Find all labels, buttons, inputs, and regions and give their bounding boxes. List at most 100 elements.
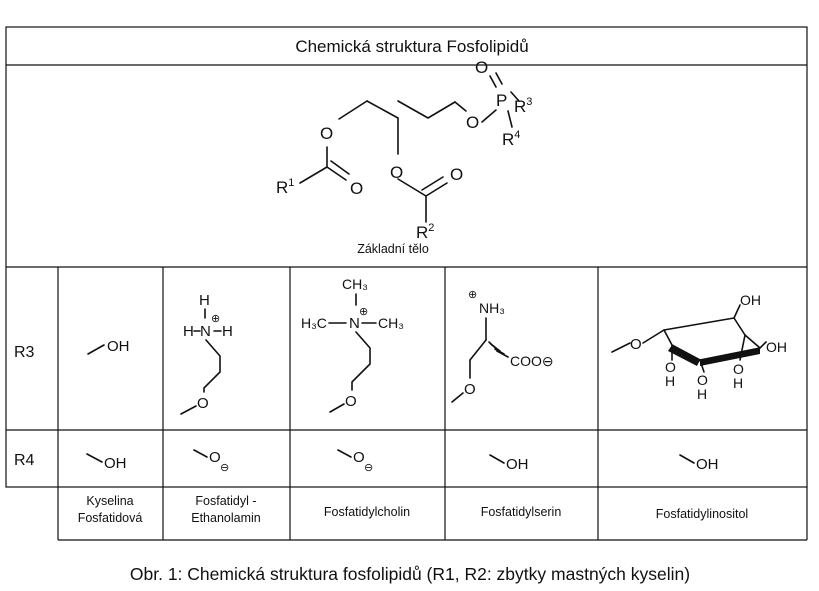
atom-h-br: H <box>733 375 743 391</box>
bond-carbonyl-o2-double <box>421 176 444 191</box>
r4-minus-3: ⊖ <box>364 462 373 474</box>
bond-p-r3 <box>510 91 520 102</box>
atom-o2: O <box>390 163 403 182</box>
bond-o-link <box>180 405 197 415</box>
ring-wedge-front2 <box>700 348 760 366</box>
charge-plus: ⊕ <box>211 313 220 325</box>
atom-n: N <box>349 315 360 332</box>
r4-minus-2: ⊖ <box>220 462 229 474</box>
bond-o-link <box>329 403 345 413</box>
atom-o: O <box>345 393 357 410</box>
compound-name-2b: Ethanolamin <box>191 511 261 525</box>
atom-o-carbonyl1: O <box>350 179 363 198</box>
bond-c1-c2 <box>366 100 399 119</box>
group-h3c-left: H₃C <box>301 315 327 331</box>
bond-chain-ethanolamine <box>203 339 221 393</box>
atom-o-bm: O <box>697 372 708 388</box>
group-oh-right: OH <box>766 339 787 355</box>
bond-o2-carbonyl <box>397 178 427 197</box>
r4-oh-5: OH <box>696 456 719 473</box>
row-label-r4: R4 <box>14 452 35 469</box>
row-label-r3: R3 <box>14 344 35 361</box>
atom-r4: R4 <box>502 129 520 149</box>
atom-o-br: O <box>733 361 744 377</box>
atom-n: N <box>200 323 211 340</box>
group-coo: COO⊖ <box>510 353 554 369</box>
group-oh: OH <box>107 338 130 355</box>
atom-o-phosphoryl: O <box>475 58 488 77</box>
compound-name-3: Fosfatidylcholin <box>324 505 410 519</box>
bond-c2-c3 <box>397 100 456 119</box>
bond-c-oh-top <box>733 304 741 319</box>
bond-r4-3 <box>337 449 352 458</box>
bond-c-o-bm <box>699 359 705 373</box>
bond-c-o-br <box>739 334 746 361</box>
table-title: Chemická struktura Fosfolipidů <box>295 37 528 56</box>
bond-carbonyl-o <box>326 166 347 181</box>
bond-r1-carbonyl <box>299 166 328 184</box>
atom-h-bl: H <box>665 373 675 389</box>
bond-r4-5 <box>679 454 695 464</box>
atom-o: O <box>630 336 642 353</box>
ring-wedge-front <box>668 345 700 366</box>
bond-r4-2 <box>193 449 208 458</box>
atom-h-right: H <box>222 323 233 340</box>
bond-r4-1 <box>86 453 103 463</box>
atom-h-left: H <box>183 323 194 340</box>
bond-p-o <box>489 75 497 88</box>
charge-plus: ⊕ <box>468 289 477 301</box>
bond-r3-pa <box>87 344 105 355</box>
bond-o1-c1 <box>338 100 368 120</box>
r4-oh-1: OH <box>104 455 127 472</box>
atom-o3: O <box>466 113 479 132</box>
r4-o-2: O <box>209 449 221 466</box>
table-border <box>5 26 808 488</box>
atom-r2: R2 <box>416 222 434 242</box>
bond-carbonyl-o2 <box>425 182 448 197</box>
atom-o1: O <box>320 124 333 143</box>
bond-chain-choline <box>351 331 371 391</box>
atom-h-bm: H <box>697 386 707 402</box>
r3-serine: ⊕ NH₃ COO⊖ O <box>451 289 554 403</box>
bond-o-c1 <box>642 329 665 344</box>
atom-o: O <box>464 381 476 398</box>
bond-link <box>611 342 631 353</box>
group-oh-top: OH <box>740 292 761 308</box>
bond-c3-o3 <box>454 101 467 112</box>
bond-o3-p <box>481 109 497 123</box>
compound-name-1a: Kyselina <box>86 494 133 508</box>
atom-o-carbonyl2: O <box>450 165 463 184</box>
r4-oh-4: OH <box>506 456 529 473</box>
bond-r4-4 <box>489 454 505 464</box>
bond-c-oh-right <box>759 341 767 349</box>
r4-o-3: O <box>353 449 365 466</box>
atom-o-bl: O <box>665 359 676 375</box>
base-structure: O O O O O O P R1 R2 R3 R4 <box>276 58 532 242</box>
base-label: Základní tělo <box>357 242 429 256</box>
r3-choline: CH₃ H₃C N ⊕ CH₃ O <box>301 276 404 413</box>
hash-5 <box>496 350 509 358</box>
figure-caption: Obr. 1: Chemická struktura fosfolipidů (… <box>130 564 690 584</box>
bond-p-o-double <box>495 72 503 85</box>
bond-o-link <box>451 392 464 403</box>
hash-3 <box>492 345 501 352</box>
compound-name-2a: Fosfatidyl - <box>195 494 256 508</box>
r3-ethanolamine: H H N ⊕ H O <box>180 292 233 415</box>
table-grid <box>5 26 808 541</box>
charge-plus: ⊕ <box>359 306 368 318</box>
r4-groups: OH O ⊖ O ⊖ OH OH <box>86 449 719 474</box>
bond-ca-cb <box>469 339 487 361</box>
compound-name-5: Fosfatidylinositol <box>656 507 748 521</box>
bond-carbonyl-o-double <box>330 160 350 175</box>
compound-name-4: Fosfatidylserin <box>481 505 562 519</box>
group-nh3: NH₃ <box>479 300 505 316</box>
atom-o: O <box>197 395 209 412</box>
bond-p-r4 <box>507 110 513 128</box>
atom-h-top: H <box>199 292 210 309</box>
compound-name-1b: Fosfatidová <box>78 511 143 525</box>
atom-r3: R3 <box>514 96 532 116</box>
group-ch3-top: CH₃ <box>342 276 368 292</box>
atom-p: P <box>496 91 507 110</box>
r3-phosphatidic-acid: OH <box>87 338 130 355</box>
